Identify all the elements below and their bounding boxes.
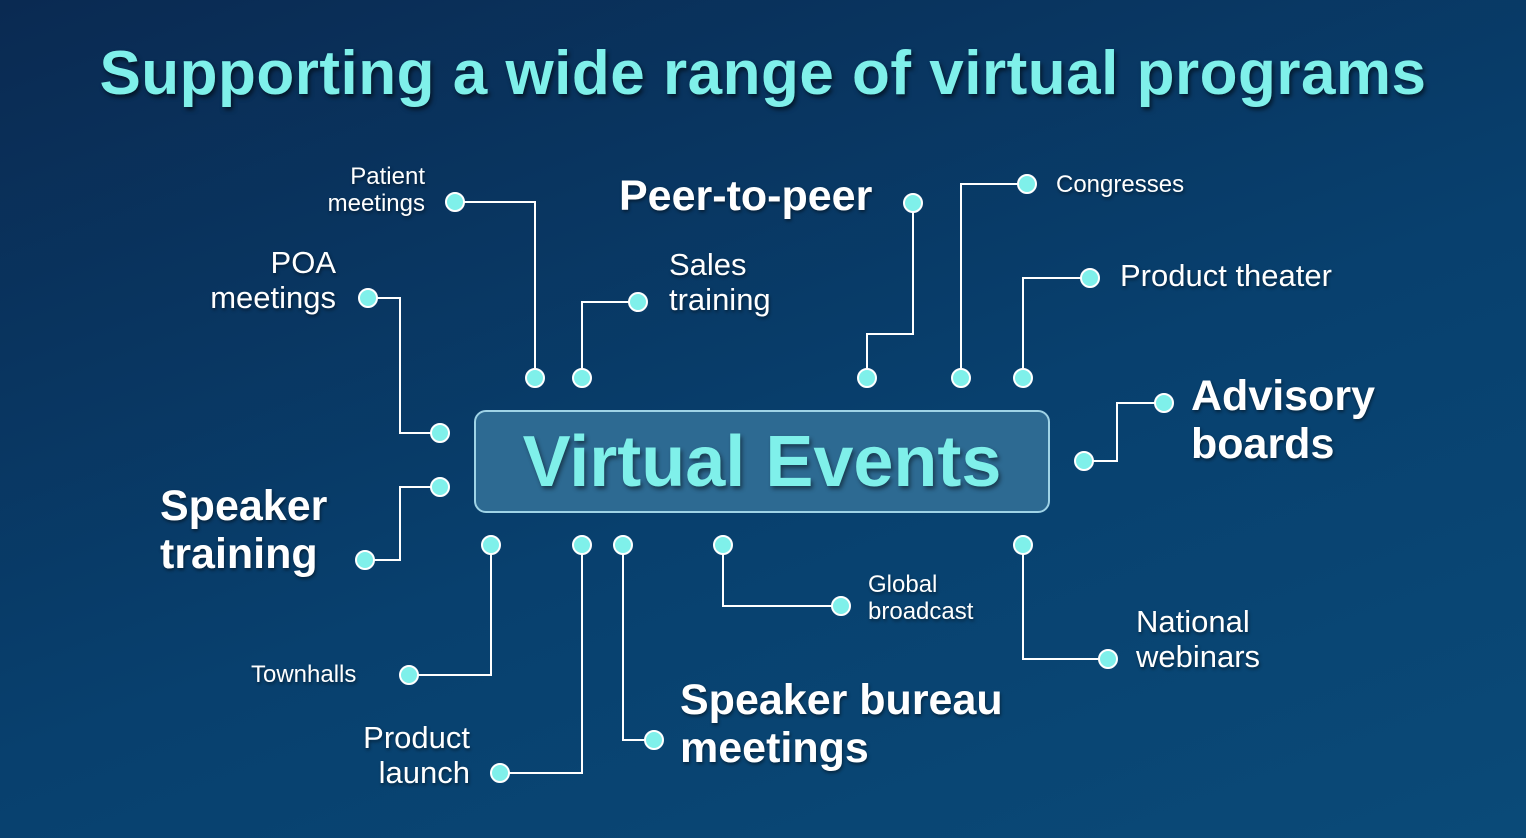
connector-product-theater — [1022, 277, 1090, 378]
node-dot-sales-training-start — [628, 292, 648, 312]
node-dot-poa-meetings-start — [358, 288, 378, 308]
node-dot-patient-meetings-end — [525, 368, 545, 388]
node-dot-congresses-start — [1017, 174, 1037, 194]
node-dot-patient-meetings-start — [445, 192, 465, 212]
connector-sales-training — [581, 301, 638, 378]
node-dot-peer-to-peer-start — [903, 193, 923, 213]
node-dot-product-theater-end — [1013, 368, 1033, 388]
node-dot-speaker-bureau-end — [644, 730, 664, 750]
node-dot-townhalls-end — [399, 665, 419, 685]
node-dot-product-launch-start — [572, 535, 592, 555]
node-dot-global-broadcast-start — [713, 535, 733, 555]
node-dot-congresses-end — [951, 368, 971, 388]
connector-townhalls — [409, 545, 492, 676]
node-dot-advisory-boards-end — [1074, 451, 1094, 471]
node-dot-national-webinars-start — [1013, 535, 1033, 555]
connector-national-webinars — [1022, 545, 1108, 660]
connector-patient-meetings — [455, 201, 536, 378]
label-congresses: Congresses — [1056, 171, 1185, 198]
connector-global-broadcast — [722, 545, 841, 607]
label-peer-to-peer: Peer-to-peer — [619, 172, 873, 220]
connector-speaker-training — [365, 486, 440, 561]
center-label: Virtual Events — [522, 421, 1002, 502]
node-dot-global-broadcast-end — [831, 596, 851, 616]
node-dot-sales-training-end — [572, 368, 592, 388]
node-dot-product-launch-end — [490, 763, 510, 783]
connector-speaker-bureau — [622, 545, 654, 741]
node-dot-product-theater-start — [1080, 268, 1100, 288]
node-dot-speaker-training-end — [355, 550, 375, 570]
node-dot-poa-meetings-end — [430, 423, 450, 443]
label-townhalls: Townhalls — [251, 661, 357, 688]
center-node: Virtual Events — [474, 410, 1050, 513]
node-dot-speaker-bureau-start — [613, 535, 633, 555]
node-dot-townhalls-start — [481, 535, 501, 555]
node-dot-advisory-boards-start — [1154, 393, 1174, 413]
connector-advisory-boards — [1084, 402, 1164, 462]
connector-peer-to-peer — [866, 203, 914, 378]
node-dot-peer-to-peer-end — [857, 368, 877, 388]
slide-title: Supporting a wide range of virtual progr… — [99, 39, 1427, 108]
node-dot-speaker-training-start — [430, 477, 450, 497]
node-dot-national-webinars-end — [1098, 649, 1118, 669]
label-product-theater: Product theater — [1120, 258, 1332, 293]
connector-poa-meetings — [368, 297, 440, 434]
connector-product-launch — [500, 545, 583, 774]
connector-congresses — [960, 183, 1027, 378]
